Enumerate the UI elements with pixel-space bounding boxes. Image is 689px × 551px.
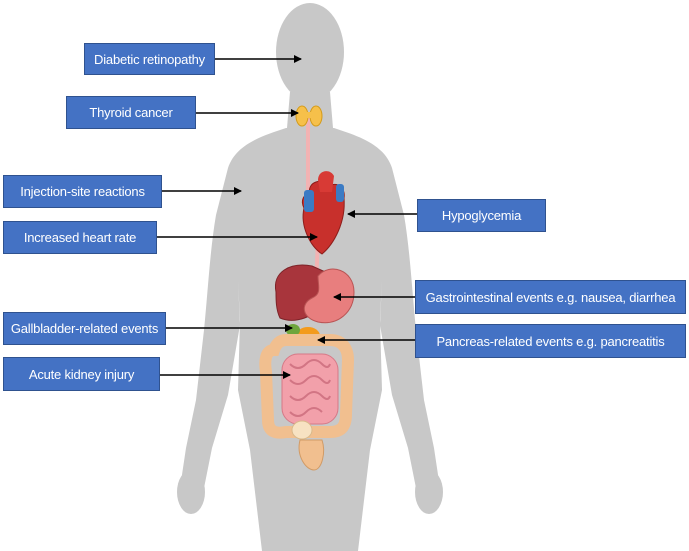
stomach-organ <box>303 268 355 324</box>
label-pancreas-related-events: Pancreas-related events e.g. pancreatiti… <box>415 324 686 358</box>
label-injection-site-reactions: Injection-site reactions <box>3 175 162 208</box>
heart-organ <box>301 171 345 255</box>
organs <box>259 105 355 471</box>
label-acute-kidney-injury: Acute kidney injury <box>3 357 160 391</box>
label-increased-heart-rate: Increased heart rate <box>3 221 157 254</box>
thyroid-organ <box>295 105 323 127</box>
rectum-organ <box>298 439 325 471</box>
small-intestine-organ <box>281 353 339 425</box>
label-thyroid-cancer: Thyroid cancer <box>66 96 196 129</box>
head-shape <box>276 3 344 101</box>
bladder-organ <box>291 420 313 440</box>
label-hypoglycemia: Hypoglycemia <box>417 199 546 232</box>
right-hand-shape <box>415 470 443 514</box>
left-hand-shape <box>177 470 205 514</box>
label-gastrointestinal-events: Gastrointestinal events e.g. nausea, dia… <box>415 280 686 314</box>
arrows <box>157 55 417 379</box>
large-intestine-organ <box>259 334 355 439</box>
label-diabetic-retinopathy: Diabetic retinopathy <box>84 43 215 75</box>
label-gallbladder-related-events: Gallbladder-related events <box>3 312 166 345</box>
